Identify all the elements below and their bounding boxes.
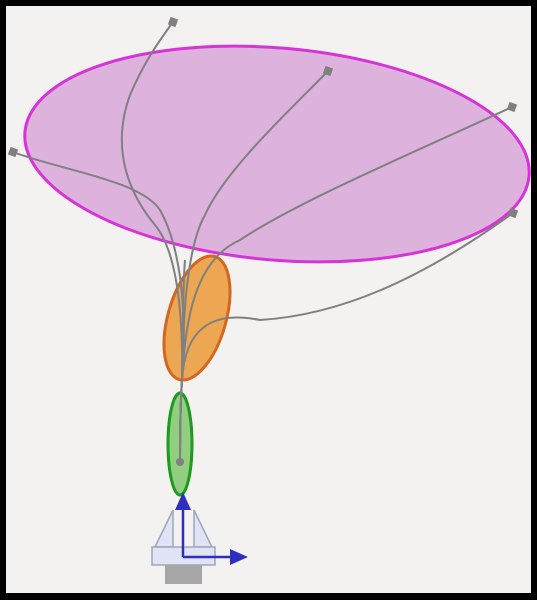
trajectory-endpoint-marker [322, 65, 334, 77]
x-axis-arrowhead [230, 549, 248, 565]
trajectory-endpoint-marker [7, 146, 19, 158]
origin-point [176, 458, 184, 466]
trajectory-path [179, 259, 186, 463]
trajectory-endpoint-marker [506, 101, 518, 113]
trajectory-endpoint-marker [507, 207, 519, 219]
trajectory-endpoint-marker [167, 16, 179, 28]
robot-base [165, 565, 202, 584]
endpoint-group [7, 16, 519, 219]
y-axis-arrowhead [175, 492, 191, 510]
coordinate-axes [175, 492, 248, 565]
uncertainty-ellipse-large [23, 44, 531, 264]
trajectory-group [12, 21, 514, 463]
